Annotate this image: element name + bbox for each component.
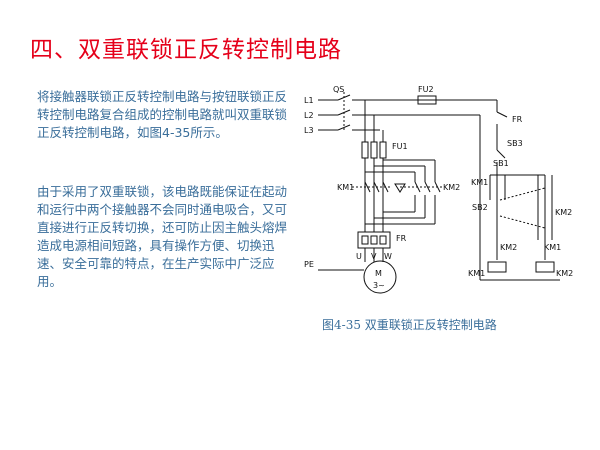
control-circuit bbox=[479, 100, 560, 281]
qs-switch bbox=[337, 92, 351, 132]
label-km1-hold: KM1 bbox=[471, 178, 488, 187]
fu2-fuse bbox=[417, 95, 437, 105]
figure-caption: 图4-35 双重联锁正反转控制电路 bbox=[322, 318, 497, 332]
label-km1-main: KM1 bbox=[337, 183, 354, 192]
label-pe: PE bbox=[304, 260, 314, 269]
power-lines bbox=[318, 99, 497, 131]
label-km1-coil: KM1 bbox=[468, 269, 485, 278]
label-fu2: FU2 bbox=[418, 85, 434, 94]
label-km2-interlock: KM2 bbox=[500, 243, 517, 252]
label-w: W bbox=[384, 252, 392, 261]
label-qs: QS bbox=[333, 85, 344, 94]
label-motor-phase: 3~ bbox=[373, 281, 385, 290]
label-fr-main: FR bbox=[396, 234, 407, 243]
description-paragraph: 由于采用了双重联锁，该电路既能保证在起动和运行中两个接触器不会同时通电吸合，又可… bbox=[37, 184, 288, 289]
label-sb2: SB2 bbox=[472, 203, 488, 212]
fu1-fuses bbox=[361, 141, 387, 159]
label-fr-control: FR bbox=[512, 115, 523, 124]
label-km1-interlock: KM1 bbox=[544, 243, 561, 252]
label-km2-main: KM2 bbox=[443, 183, 460, 192]
fr-thermal-relay bbox=[357, 231, 391, 262]
label-motor: M bbox=[375, 269, 382, 278]
km2-branch bbox=[365, 159, 442, 225]
label-u: U bbox=[356, 252, 362, 261]
km1-main-contacts bbox=[352, 181, 392, 193]
label-km2-coil: KM2 bbox=[556, 269, 573, 278]
label-l1: L1 bbox=[304, 96, 314, 105]
main-buses bbox=[364, 100, 384, 232]
label-l3: L3 bbox=[304, 126, 314, 135]
label-fu1: FU1 bbox=[392, 142, 408, 151]
label-km2-hold: KM2 bbox=[555, 208, 572, 217]
label-v: V bbox=[371, 252, 377, 261]
slide-title: 四、双重联锁正反转控制电路 bbox=[30, 37, 342, 63]
intro-paragraph: 将接触器联锁正反转控制电路与按钮联锁正反转控制电路复合组成的控制电路就叫双重联锁… bbox=[37, 89, 288, 140]
label-sb3: SB3 bbox=[507, 139, 523, 148]
label-sb1: SB1 bbox=[493, 159, 509, 168]
motor bbox=[318, 260, 397, 294]
label-l2: L2 bbox=[304, 111, 314, 120]
